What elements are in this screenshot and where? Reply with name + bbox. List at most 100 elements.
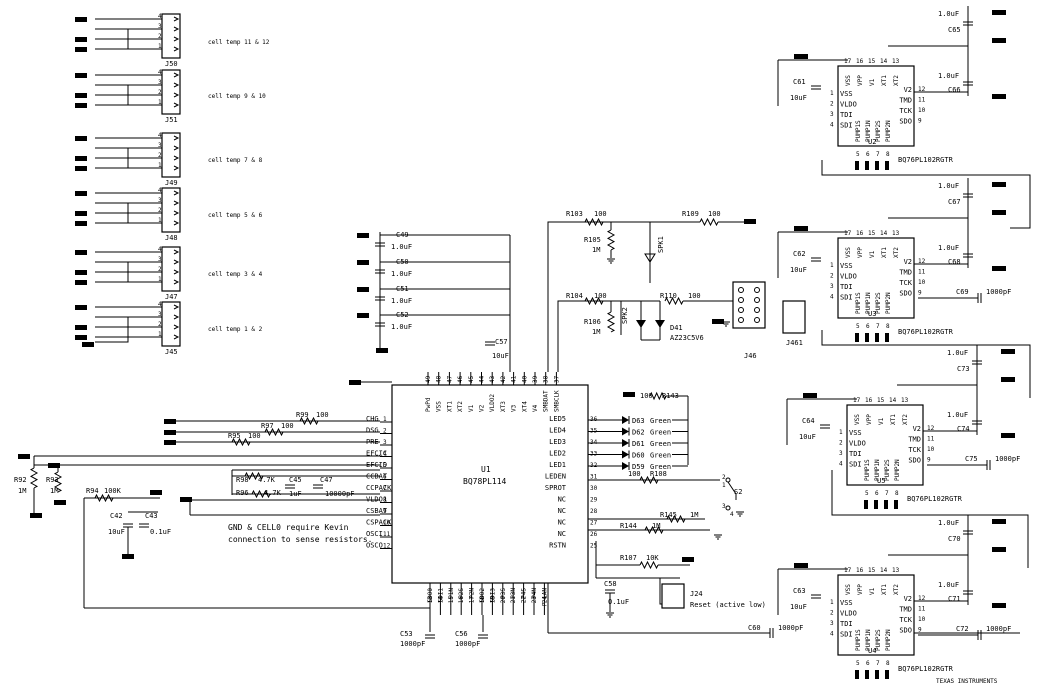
cap-ref: C64 (802, 417, 815, 425)
resistor-r107 (639, 560, 659, 570)
sub-ic-right-pin-number: 11 (927, 436, 935, 443)
sub-ic-top-pin-number: 17 (844, 567, 852, 574)
sub-ic-top-pin-number: 15 (877, 397, 885, 404)
sub-ic-bottom-pin-label: PUMP1S (855, 292, 862, 314)
sub-ic-pump-flag (885, 333, 889, 342)
header-net-flag-c (75, 166, 87, 171)
u1-right-pin-number: 34 (590, 439, 598, 446)
u1-right-pin-label: NC (558, 507, 566, 515)
sub-ic-top-pin-number: 13 (901, 397, 909, 404)
resistor-r108 (639, 475, 659, 485)
sub-ic-left-pin-label: VLDO (840, 273, 857, 281)
u1-top-pin-label: V3 (511, 404, 518, 412)
u1-right-pin-label: NC (558, 530, 566, 538)
u1-top-pin-label: XT4 (521, 401, 528, 412)
c57-ref: C57 (495, 338, 508, 346)
wire (547, 221, 600, 372)
header-net-flag-b (75, 156, 87, 161)
cap-ref: C65 (948, 26, 961, 34)
resistor-r109 (699, 217, 719, 227)
u1-right-pin-label: LED1 (549, 461, 566, 469)
sub-ic-top-pin-label: VPP (857, 75, 864, 86)
resistor-ref: R107 (620, 554, 637, 562)
cap-net-flag (357, 233, 369, 238)
wire (727, 481, 737, 495)
j46-gnd-flag (712, 319, 724, 324)
s2-contact (725, 477, 731, 483)
cap-stack-gnd-flag (376, 348, 388, 353)
header-net-flag-a (75, 191, 87, 196)
u1-left-pin-number: 12 (383, 543, 391, 550)
sub-ic-left-pin-number: 1 (830, 90, 834, 97)
resistor-ref: R94 (86, 487, 99, 495)
wire (95, 337, 129, 343)
u1-top-pin-label: V2 (479, 404, 486, 412)
u1-left-pin-number: 10 (383, 520, 391, 527)
sub-ic-pump-flag (885, 670, 889, 679)
sub-ic-left-pin-number: 3 (830, 620, 834, 627)
cap-value: 1.0uF (938, 581, 959, 589)
cap-value: 0.1uF (608, 598, 629, 606)
sub-ic-left-pin-number: 1 (839, 429, 843, 436)
sub-ic-right-pin-number: 9 (927, 457, 931, 464)
cap-value: 1.0uF (391, 243, 412, 251)
header-pin-arrow (173, 279, 180, 285)
sub-ic-left-pin-number: 2 (830, 273, 834, 280)
sub-ic-top-pin-label: VSS (845, 75, 852, 86)
sub-ic-part: BQ76PL102RGTR (898, 156, 954, 164)
cap-ref: C73 (957, 365, 970, 373)
u1-left-pin-number: 9 (383, 508, 387, 515)
sub-ic-right-pin-label: V2 (904, 258, 912, 266)
resistor-r92 (29, 467, 39, 489)
sub-ic-pump-flag (855, 161, 859, 170)
s2-contact (725, 505, 731, 511)
u1-part: BQ78PL114 (463, 477, 507, 486)
cap-ref: C68 (948, 258, 961, 266)
header-note: cell temp 7 & 8 (208, 157, 263, 164)
resistor-value: 1M (50, 487, 58, 495)
header-pin-arrow (173, 46, 180, 52)
s2-pin: 1 (722, 482, 726, 489)
u1-left-pin-number: 11 (383, 531, 391, 538)
sub-ic-bottom-pin-number: 7 (885, 490, 889, 497)
sub-ic-right-pin-number: 12 (918, 258, 926, 265)
sub-ic-pump-flag (865, 333, 869, 342)
resistor-ref: R96 (236, 489, 249, 497)
header-pin-number: 2 (158, 89, 162, 96)
cap-net-flag (357, 260, 369, 265)
sub-ic-right-pin-number: 10 (918, 107, 926, 114)
u1-left-pin-label: OSCI (366, 530, 383, 538)
resistor-value: 100K (104, 487, 122, 495)
cap-value: 1000pF (778, 624, 803, 632)
header-pin-number: 1 (158, 43, 162, 50)
sub-ic-bottom-pin-label: PUMP2N (885, 292, 892, 314)
u1-right-pin-number: 35 (590, 428, 598, 435)
cap-value: 1.0uF (947, 411, 968, 419)
cap-value: 1.0uF (391, 297, 412, 305)
header-body (161, 301, 181, 347)
cap-ref: C51 (396, 285, 409, 293)
resistor-value: 1M (592, 328, 600, 336)
cap-value: 1.0uF (391, 323, 412, 331)
sub-ic-left-pin-label: TDI (840, 111, 853, 119)
u1-top-pin-label: SMBDAT (543, 390, 550, 412)
header-net-flag-a (75, 73, 87, 78)
header-body (161, 69, 181, 115)
cap-ref: C50 (396, 258, 409, 266)
resistor-ref: R106 (584, 318, 601, 326)
sub-ic-bottom-pin-label: PUMP1S (855, 120, 862, 142)
header-pin-arrow (173, 220, 180, 226)
s2-pin: 3 (722, 503, 726, 510)
sub-ic-right-pin-number: 12 (927, 425, 935, 432)
header-body (161, 246, 181, 292)
cap-ref: C69 (956, 288, 969, 296)
header-pin-number: 2 (158, 33, 162, 40)
c42-gnd-flag (122, 554, 134, 559)
sub-ic-bottom-pin-number: 7 (876, 660, 880, 667)
sub-ic-ref: U4 (868, 647, 876, 655)
spk1-gap (644, 253, 656, 263)
sub-ic-bottom-pin-label: PUMP1N (865, 120, 872, 142)
j46-pin (738, 307, 744, 313)
